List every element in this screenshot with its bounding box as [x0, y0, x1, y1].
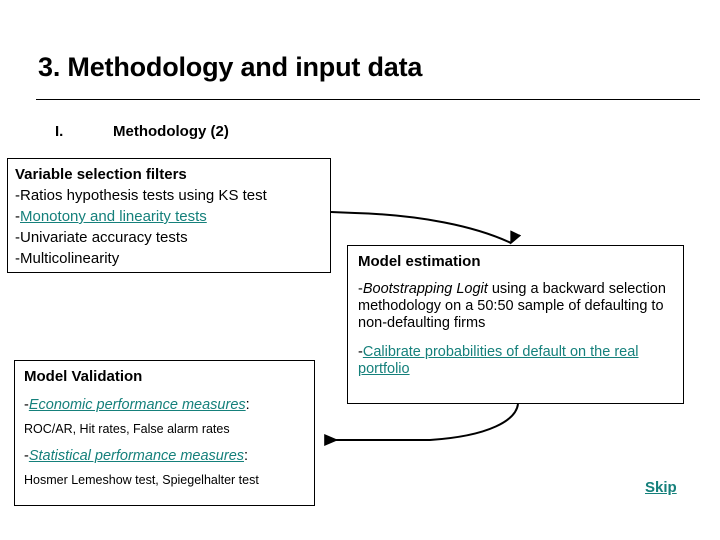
bullet-dash: -: [15, 208, 20, 225]
statistical-performance-measures-link[interactable]: Statistical performance measures: [28, 448, 245, 464]
filter-item: -Univariate accuracy tests: [15, 227, 330, 248]
skip-link[interactable]: Skip: [645, 479, 677, 496]
bullet-dash: -: [15, 250, 20, 267]
page-title: 3. Methodology and input data: [38, 52, 423, 82]
box-heading: Model estimation: [358, 253, 481, 270]
economic-measures-line: -Economic performance measures:: [24, 397, 314, 413]
filter-item-label: Multicolinearity: [20, 250, 120, 267]
section-label: Methodology (2): [113, 123, 229, 140]
section-numeral: I.: [55, 123, 64, 140]
colon: :: [245, 397, 250, 413]
estimation-paragraph: -Bootstrapping Logit using a backward se…: [358, 281, 670, 332]
colon: :: [244, 448, 249, 464]
arrow-estimation-to-validation: [324, 403, 519, 446]
statistical-measures-line: -Statistical performance measures:: [24, 448, 314, 464]
bullet-dash: -: [358, 281, 363, 297]
bullet-dash: -: [24, 397, 29, 413]
monotony-linearity-link[interactable]: Monotony and linearity tests: [20, 208, 207, 225]
filter-item-label: Univariate accuracy tests: [20, 229, 188, 246]
estimation-body-text: using a backward selection methodology o…: [358, 281, 666, 331]
variable-selection-filters-box: Variable selection filters -Ratios hypot…: [7, 158, 331, 273]
filter-item: -Monotony and linearity tests: [15, 206, 330, 227]
filter-item: -Multicolinearity: [15, 248, 330, 269]
model-estimation-box: Model estimation -Bootstrapping Logit us…: [347, 245, 684, 404]
bullet-dash: -: [15, 187, 20, 204]
economic-performance-measures-link[interactable]: Economic performance measures: [28, 397, 246, 413]
bootstrapping-logit-emphasis: Bootstrapping Logit: [362, 281, 488, 297]
calibrate-probabilities-link[interactable]: Calibrate probabilities of default on th…: [358, 344, 639, 377]
bullet-dash: -: [358, 344, 363, 360]
economic-measures-detail: ROC/AR, Hit rates, False alarm rates: [24, 422, 230, 436]
calibrate-line: -Calibrate probabilities of default on t…: [358, 344, 683, 378]
bullet-dash: -: [15, 229, 20, 246]
bullet-dash: -: [24, 448, 29, 464]
title-divider: [36, 99, 700, 100]
model-validation-box: Model Validation -Economic performance m…: [14, 360, 315, 506]
filter-item-label: Ratios hypothesis tests using KS test: [20, 187, 267, 204]
box-heading: Variable selection filters: [15, 166, 187, 183]
filter-item: -Ratios hypothesis tests using KS test: [15, 185, 330, 206]
statistical-measures-detail: Hosmer Lemeshow test, Spiegelhalter test: [24, 473, 259, 487]
arrow-filters-to-estimation: [330, 211, 522, 245]
box-heading: Model Validation: [24, 368, 143, 385]
